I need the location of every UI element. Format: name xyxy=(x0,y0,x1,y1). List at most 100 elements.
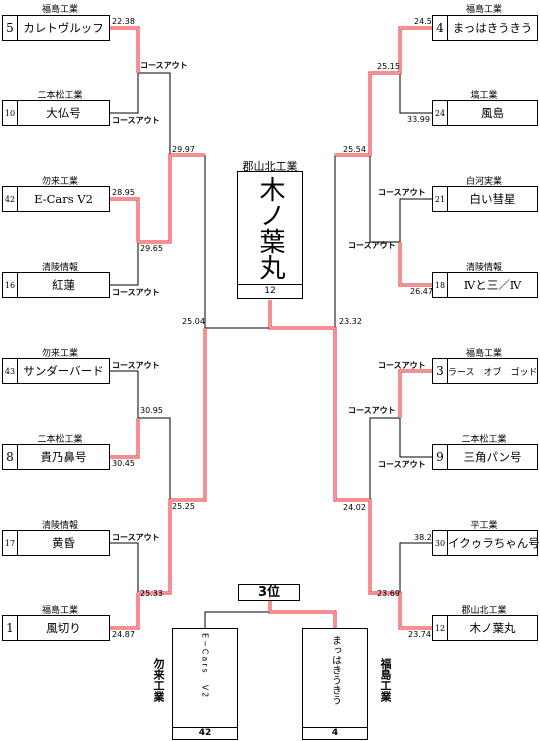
team-school: 勿来工業 xyxy=(41,349,78,359)
team-school: 福島工業 xyxy=(41,5,78,15)
result-time: 23.69 xyxy=(377,589,400,598)
third-right-seed: 4 xyxy=(331,728,339,738)
team-name: 木ノ葉丸 xyxy=(469,621,516,635)
team-seed: 18 xyxy=(433,273,448,297)
team-school: 二本松工業 xyxy=(37,435,83,445)
team-seed: 12 xyxy=(433,616,448,640)
team-name: 大仏号 xyxy=(46,106,81,120)
team-seed: 10 xyxy=(3,101,18,125)
result-time: 38.2 xyxy=(414,533,432,542)
third-left-box[interactable]: E−Cars V2 42 xyxy=(172,628,238,740)
result-time: 29.97 xyxy=(172,145,195,154)
team-box[interactable]: 17 黄昏 xyxy=(2,530,110,556)
team-box[interactable]: 9 三角パン号 xyxy=(432,444,538,470)
team-name: 黄昏 xyxy=(52,536,75,550)
third-right-name: まっはきうきう xyxy=(329,635,341,705)
champion-box[interactable]: 木ノ葉丸 12 xyxy=(237,171,303,299)
team-name: 紅蓮 xyxy=(52,278,75,292)
champion-school: 郡山北工業 xyxy=(242,160,298,173)
team-seed: 9 xyxy=(433,445,448,469)
third-right-school: 福島工業 xyxy=(379,658,392,702)
team-box[interactable]: 4 まっはきうきう xyxy=(432,15,538,41)
team-school: 二本松工業 xyxy=(37,91,83,101)
result-course-out: コースアウト xyxy=(348,406,396,415)
third-place-title: 3位 xyxy=(238,584,300,601)
team-school: 清陵情報 xyxy=(41,521,78,531)
champion-name: 木ノ葉丸 xyxy=(255,176,285,280)
team-box[interactable]: 1 風切り xyxy=(2,615,110,641)
result-time: 30.95 xyxy=(140,406,163,415)
team-box[interactable]: 3 ラース オブ ゴッド xyxy=(432,358,538,384)
team-box[interactable]: 30 イクゥラちゃん号 xyxy=(432,530,540,556)
team-box[interactable]: 18 Ⅳと三／Ⅳ xyxy=(432,272,538,298)
result-course-out: コースアウト xyxy=(378,188,426,197)
team-seed: 3 xyxy=(433,359,448,383)
result-course-out: コースアウト xyxy=(112,116,160,125)
team-school: 平工業 xyxy=(470,521,498,531)
team-box[interactable]: 24 風島 xyxy=(432,100,538,126)
team-seed: 5 xyxy=(3,16,18,40)
result-time: 23.74 xyxy=(408,630,431,639)
result-course-out: コースアウト xyxy=(112,288,160,297)
result-time: 23.32 xyxy=(339,317,362,326)
result-time: 25.33 xyxy=(140,589,163,598)
team-school: 塙工業 xyxy=(470,91,498,101)
team-box[interactable]: 10 大仏号 xyxy=(2,100,110,126)
result-course-out: コースアウト xyxy=(378,460,426,469)
result-time: 25.04 xyxy=(182,317,205,326)
result-time: 24.87 xyxy=(112,630,135,639)
result-course-out: コースアウト xyxy=(140,61,188,70)
team-name: まっはきうきう xyxy=(452,21,533,35)
team-school: 福島工業 xyxy=(41,606,78,616)
team-name: ラース オブ ゴッド xyxy=(448,367,538,378)
team-seed: 21 xyxy=(433,187,448,211)
result-course-out: コースアウト xyxy=(112,361,160,370)
team-box[interactable]: 21 白い彗星 xyxy=(432,186,538,212)
team-box[interactable]: 5 カレトヴルッフ xyxy=(2,15,110,41)
team-name: 貴乃鼻号 xyxy=(40,450,87,464)
third-left-school: 勿来工業 xyxy=(152,658,165,702)
result-course-out: コースアウト xyxy=(378,361,426,370)
result-time: 24.5 xyxy=(414,17,432,26)
team-school: 二本松工業 xyxy=(461,435,507,445)
team-school: 白河実業 xyxy=(465,177,502,187)
team-name: カレトヴルッフ xyxy=(23,21,104,35)
team-school: 福島工業 xyxy=(465,349,502,359)
team-seed: 1 xyxy=(3,616,18,640)
result-time: 33.99 xyxy=(407,115,430,124)
team-box[interactable]: 12 木ノ葉丸 xyxy=(432,615,538,641)
team-seed: 42 xyxy=(3,187,18,211)
team-seed: 43 xyxy=(3,359,18,383)
result-course-out: コースアウト xyxy=(348,241,396,250)
team-box[interactable]: 43 サンダーバード xyxy=(2,358,110,384)
team-school: 福島工業 xyxy=(465,5,502,15)
team-name: Ⅳと三／Ⅳ xyxy=(463,278,522,292)
team-name: イクゥラちゃん号 xyxy=(448,536,540,550)
team-school: 郡山北工業 xyxy=(461,606,507,616)
team-name: 風島 xyxy=(481,106,504,120)
team-name: 三角パン号 xyxy=(463,450,522,464)
result-time: 25.54 xyxy=(343,145,366,154)
result-time: 25.15 xyxy=(377,62,400,71)
team-seed: 16 xyxy=(3,273,18,297)
result-time: 28.95 xyxy=(112,188,135,197)
team-box[interactable]: 16 紅蓮 xyxy=(2,272,110,298)
result-time: 25.25 xyxy=(172,502,195,511)
third-right-box[interactable]: まっはきうきう 4 xyxy=(302,628,368,740)
team-school: 勿来工業 xyxy=(41,177,78,187)
team-name: 風切り xyxy=(46,621,81,635)
team-name: E-Cars V2 xyxy=(34,192,93,206)
team-name: 白い彗星 xyxy=(469,192,516,206)
team-name: サンダーバード xyxy=(23,364,104,378)
third-left-name: E−Cars V2 xyxy=(200,633,210,700)
team-school: 清陵情報 xyxy=(41,263,78,273)
result-time: 29.65 xyxy=(140,244,163,253)
result-time: 24.02 xyxy=(343,503,366,512)
result-course-out: コースアウト xyxy=(112,533,160,542)
team-school: 清陵情報 xyxy=(465,263,502,273)
result-time: 30.45 xyxy=(112,459,135,468)
team-box[interactable]: 8 貴乃鼻号 xyxy=(2,444,110,470)
team-seed: 4 xyxy=(433,16,448,40)
team-box[interactable]: 42 E-Cars V2 xyxy=(2,186,110,212)
